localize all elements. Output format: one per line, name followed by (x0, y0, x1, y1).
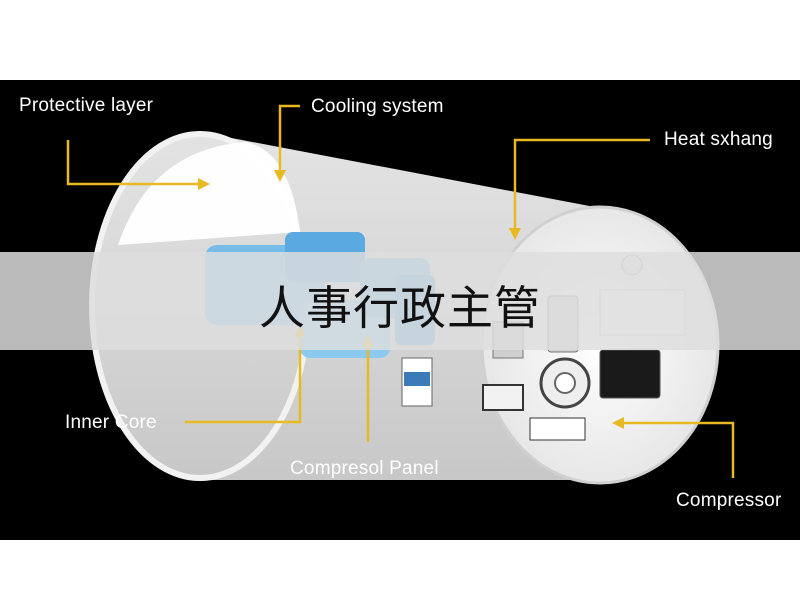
arrow-protective (198, 178, 210, 190)
label-protective-layer: Protective layer (19, 95, 154, 116)
label-inner-core: Inner Core (65, 412, 157, 433)
banner-title: 人事行政主管 (259, 281, 541, 335)
cylinder-cutaway (118, 142, 300, 245)
leader-heat (513, 138, 650, 233)
callout-lines (66, 104, 735, 478)
arrow-heat (509, 228, 521, 240)
label-heat-exchanger: Heat sxhang (664, 129, 773, 150)
leader-compressor (618, 421, 735, 478)
label-compressor: Compressor (676, 490, 782, 511)
top-margin (0, 0, 800, 80)
bottom-margin (0, 540, 800, 600)
leader-inner-core (185, 332, 302, 424)
leader-protective (66, 140, 200, 186)
label-compressor-panel: Compresol Panel (290, 458, 439, 479)
arrow-compressor (612, 417, 624, 429)
title-banner (0, 252, 800, 350)
arrow-cooling (274, 170, 286, 182)
label-cooling-system: Cooling system (311, 96, 444, 117)
leader-cooling (278, 104, 300, 175)
